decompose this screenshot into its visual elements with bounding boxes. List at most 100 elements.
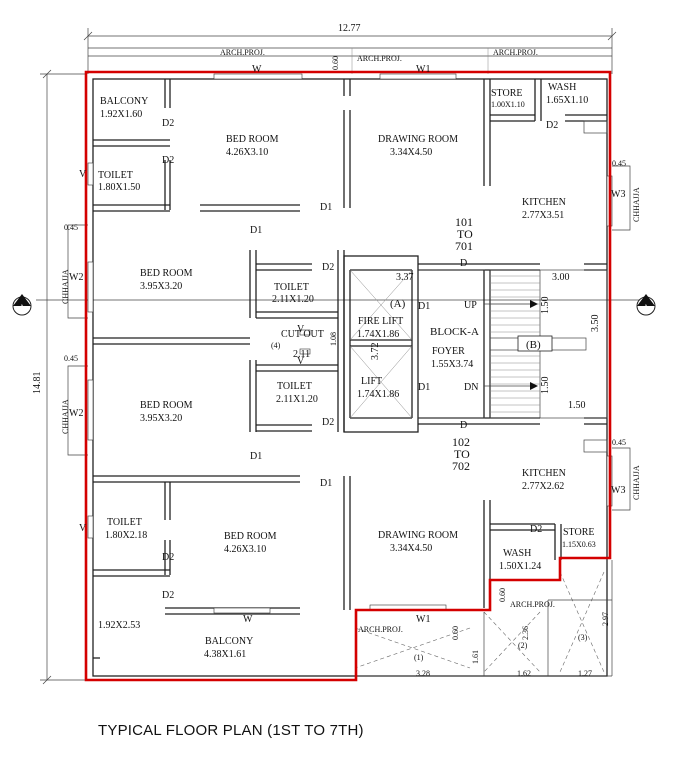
dim-162: 1.62	[517, 669, 531, 678]
tag-d2-3: D2	[546, 120, 558, 131]
tag-v-3: V	[297, 356, 305, 367]
dim-045-right-bot: 0.45	[612, 438, 626, 447]
fire-lift-name: FIRE LIFT	[358, 316, 403, 327]
stair-ref-label: (B)	[526, 339, 541, 351]
store-top-name: STORE	[491, 88, 523, 99]
drawing-caption: TYPICAL FLOOR PLAN (1ST TO 7TH)	[98, 722, 364, 739]
dim-161: 1.61	[471, 650, 480, 664]
dim-350: 3.50	[590, 315, 601, 333]
dim-060-top: 0.60	[331, 56, 340, 70]
wash-bot-name: WASH	[503, 548, 531, 559]
tag-d1-4: D1	[418, 382, 430, 393]
balcony-top-size: 1.92X1.60	[100, 109, 142, 120]
flat-bot-till: 702	[452, 459, 470, 473]
balcony-bot-size: 4.38X1.61	[204, 649, 246, 660]
tag-d2-5: D2	[322, 417, 334, 428]
flat-numbers: 101 TO 701 102 TO 702	[452, 215, 473, 473]
dim-372: 3.72	[370, 343, 381, 361]
bedroom-ml2-name: BED ROOM	[140, 400, 193, 411]
bedroom-ml-size: 3.95X3.20	[140, 281, 182, 292]
stair-dn-label: DN	[464, 382, 478, 393]
tag-d2-4: D2	[322, 262, 334, 273]
kitchen-top-size: 2.77X3.51	[522, 210, 564, 221]
tag-d1-3: D1	[418, 301, 430, 312]
dim-150-c: 1.50	[568, 400, 586, 411]
tag-v-1: V	[79, 169, 87, 180]
note-2: (2)	[518, 641, 528, 650]
arch-proj-label-2: ARCH.PROJ.	[357, 54, 402, 63]
top-arch-projection: ARCH.PROJ. ARCH.PROJ. ARCH.PROJ. 0.60	[88, 47, 612, 74]
arch-proj-bottom-2: ARCH.PROJ.	[358, 625, 403, 634]
stair-up-label: UP	[464, 300, 477, 311]
arch-proj-label-3: ARCH.PROJ.	[493, 48, 538, 57]
balcony-bot-name: BALCONY	[205, 636, 253, 647]
tag-w3-top: W3	[611, 189, 625, 200]
note-3: (3)	[578, 633, 588, 642]
dim-236: 2.36	[521, 626, 530, 640]
flat-top-from: 101	[455, 215, 473, 229]
dim-060-c: 0.60	[451, 626, 460, 640]
tag-v-4: V	[79, 523, 87, 534]
flat-top-to: TO	[457, 227, 473, 241]
balcony-bot-left-size: 1.92X2.53	[98, 620, 140, 631]
chhajja-right-top: CHHAJJA	[632, 187, 641, 222]
drawing-top-size: 3.34X4.50	[390, 147, 432, 158]
tag-w-bot: W	[243, 614, 253, 625]
stair-labels: UP DN (B)	[464, 300, 553, 393]
tag-d2-1: D2	[162, 118, 174, 129]
overall-width-dimension: 12.77	[83, 23, 617, 74]
kitchen-top-name: KITCHEN	[522, 197, 566, 208]
flat-top-till: 701	[455, 239, 473, 253]
cut-out-depth: 1.08	[329, 332, 338, 346]
kitchen-bot-name: KITCHEN	[522, 468, 566, 479]
toilet-tl-name: TOILET	[98, 170, 133, 181]
kitchen-bot-size: 2.77X2.62	[522, 481, 564, 492]
wash-top-size: 1.65X1.10	[546, 95, 588, 106]
chhajja-left-top: CHHAJJA	[61, 269, 70, 304]
stair-arrows	[418, 269, 538, 419]
interior-walls	[92, 78, 608, 677]
tag-d-1: D	[460, 258, 467, 269]
cut-out-width: 2.11	[293, 349, 310, 360]
arch-proj-bottom-1: ARCH.PROJ.	[510, 600, 555, 609]
lift-name: LIFT	[361, 376, 382, 387]
dim-150-b: 1.50	[540, 377, 551, 395]
tag-d2-2: D2	[162, 155, 174, 166]
toilet-mid-bot-size: 2.11X1.20	[276, 394, 318, 405]
room-labels: BALCONY 1.92X1.60 BED ROOM 4.26X3.10 DRA…	[98, 82, 596, 660]
tag-d1-2: D1	[250, 225, 262, 236]
chhajja-brackets	[67, 165, 631, 511]
flat-bot-from: 102	[452, 435, 470, 449]
dim-127: 1.27	[578, 669, 592, 678]
section-marker-left: A	[19, 303, 25, 312]
bedroom-ml-name: BED ROOM	[140, 268, 193, 279]
tag-d2-8: D2	[162, 590, 174, 601]
tag-v-2: V	[297, 324, 305, 335]
bedroom-bl-size: 4.26X3.10	[224, 544, 266, 555]
toilet-bl-name: TOILET	[107, 517, 142, 528]
dim-045-right-top: 0.45	[612, 159, 626, 168]
bedroom-bl-name: BED ROOM	[224, 531, 277, 542]
dim-150-a: 1.50	[540, 297, 551, 315]
flat-boundary	[84, 70, 612, 682]
cut-out-ref: (4)	[271, 341, 281, 350]
foyer-size: 1.55X3.74	[431, 359, 473, 370]
tag-d2-6: D2	[530, 524, 542, 535]
overall-depth-dimension: 14.81	[32, 69, 86, 685]
section-line-a: A A	[12, 294, 656, 316]
store-bot-name: STORE	[563, 527, 595, 538]
tag-w3-bot: W3	[611, 485, 625, 496]
dim-297: 2.97	[601, 612, 610, 626]
balcony-top-name: BALCONY	[100, 96, 148, 107]
dim-045-left-top: 0.45	[64, 223, 78, 232]
chhajja-right-bot: CHHAJJA	[632, 465, 641, 500]
toilet-mid-top-name: TOILET	[274, 282, 309, 293]
drawing-bot-name: DRAWING ROOM	[378, 530, 458, 541]
tag-w2-bot: W2	[69, 408, 83, 419]
toilet-tl-size: 1.80X1.50	[98, 182, 140, 193]
open-area-hatch	[354, 560, 613, 677]
overall-depth-label: 14.81	[32, 372, 43, 395]
drawing-top-name: DRAWING ROOM	[378, 134, 458, 145]
tag-d1-5: D1	[250, 451, 262, 462]
tag-w2-top: W2	[69, 272, 83, 283]
